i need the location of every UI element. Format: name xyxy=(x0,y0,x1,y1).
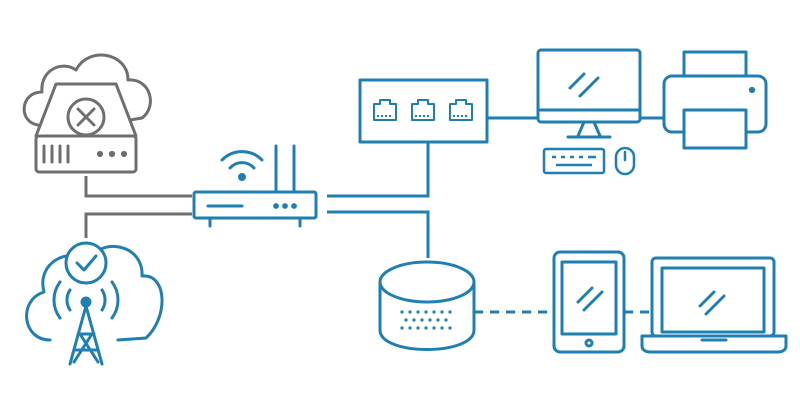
wifi-router-icon xyxy=(192,144,318,228)
link-router-switch xyxy=(327,142,430,198)
link-router-hub xyxy=(327,210,430,258)
mouse-icon xyxy=(614,146,636,176)
printer-icon xyxy=(662,50,768,150)
three-port-switch-icon xyxy=(358,78,489,144)
cloud-server-with-x-icon xyxy=(22,53,152,174)
link-server-router xyxy=(84,176,192,198)
ethernet-port-icon xyxy=(373,99,397,121)
desktop-monitor-icon xyxy=(536,48,642,139)
ethernet-port-icon xyxy=(411,99,435,121)
connection-lines xyxy=(84,116,664,314)
cloud-antenna-with-check-icon xyxy=(25,241,164,366)
tablet-icon xyxy=(552,250,626,354)
round-speaker-hub-icon xyxy=(378,260,476,351)
ethernet-port-icon xyxy=(449,99,473,121)
speaker-dots xyxy=(400,310,452,330)
wifi-signal-icon xyxy=(220,150,264,170)
keyboard-icon xyxy=(542,147,606,175)
laptop-icon xyxy=(640,256,788,354)
link-tower-router xyxy=(84,212,192,238)
